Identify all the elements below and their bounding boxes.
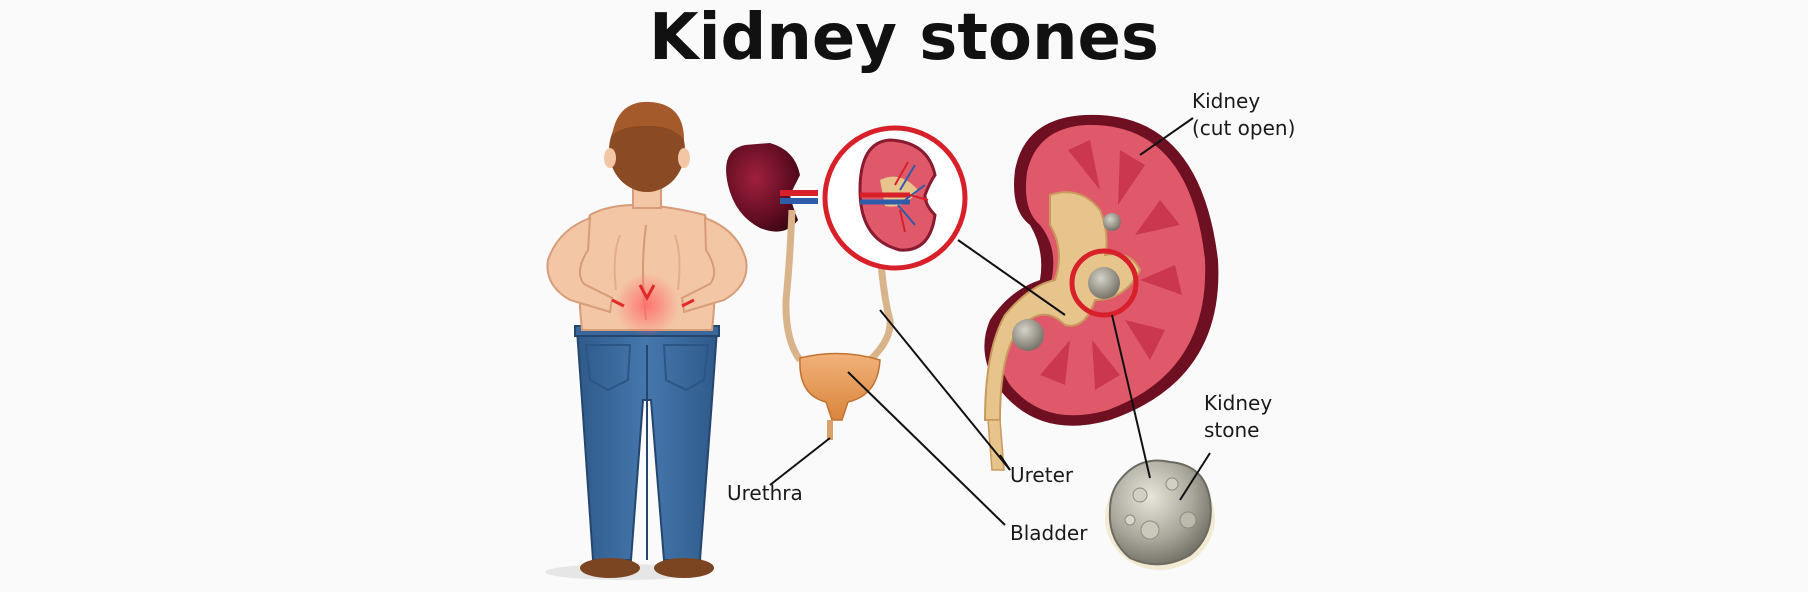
- leader-bladder: [847, 371, 1006, 526]
- leader-kidney-cut-open: [1139, 117, 1194, 156]
- leader-stone-to-closeup: [1111, 314, 1151, 479]
- diagram-title: Kidney stones: [648, 1, 1160, 75]
- leader-urethra: [769, 437, 831, 486]
- zoom-highlight-circle: [822, 125, 968, 271]
- kidney-cross-section: [983, 114, 1219, 471]
- label-ureter: Ureter: [1010, 463, 1074, 487]
- label-kidney-cut-open: Kidney (cut open): [1192, 88, 1295, 142]
- urinary-system: [726, 143, 894, 440]
- label-kidney-stone-line2: stone: [1204, 418, 1260, 442]
- leader-ureter-b: [999, 454, 1011, 471]
- label-kidney-stone-line1: Kidney: [1204, 391, 1273, 415]
- label-kidney-cut-open-line2: (cut open): [1192, 116, 1296, 140]
- leader-zoom-to-kidney: [957, 239, 1066, 316]
- label-kidney-stone: Kidney stone: [1204, 390, 1272, 444]
- leader-lines: [769, 117, 1211, 526]
- leader-kidney-stone: [1179, 452, 1211, 501]
- stone-highlight-circle: [1069, 248, 1139, 318]
- kidney-stone-closeup: [1105, 459, 1215, 570]
- label-bladder: Bladder: [1010, 521, 1088, 545]
- person-figure: [545, 101, 748, 580]
- zoomed-kidney-section: [822, 125, 968, 271]
- label-kidney-cut-open-line1: Kidney: [1192, 89, 1261, 113]
- label-urethra: Urethra: [727, 481, 803, 505]
- leader-ureter-a: [879, 309, 1011, 471]
